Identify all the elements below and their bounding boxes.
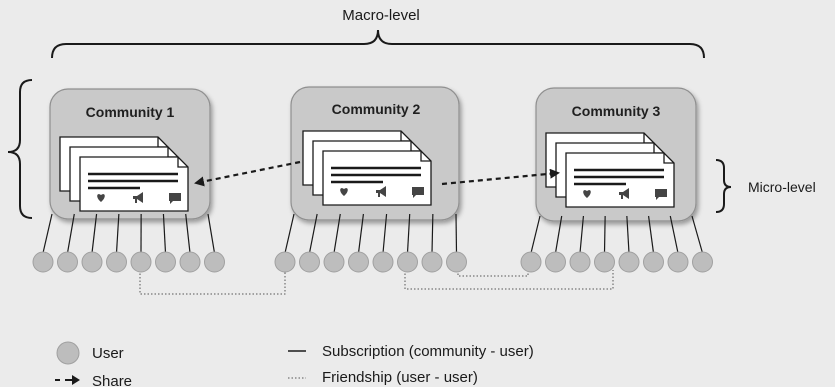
friendship-link	[404, 270, 614, 290]
friendship-links	[139, 270, 614, 295]
legend-user-swatch	[56, 341, 80, 365]
user-node	[545, 251, 566, 273]
subscription-line	[284, 213, 295, 254]
subscription-line	[626, 215, 630, 254]
subscription-line	[647, 215, 655, 254]
community-2: Community 2	[290, 86, 460, 221]
user-node	[397, 251, 418, 273]
legend-friendship-label: Friendship (user - user)	[322, 369, 478, 386]
left-brace	[7, 79, 33, 219]
comment-icon	[169, 193, 181, 204]
legend-share-swatch	[55, 375, 80, 385]
subscription-line	[333, 213, 341, 254]
post-stack	[59, 136, 189, 212]
macro-level-brace	[51, 29, 705, 59]
legend-subscription-label: Subscription (community - user)	[322, 343, 534, 360]
user-node	[179, 251, 201, 273]
share-arrow	[441, 168, 560, 186]
heart-icon	[583, 190, 591, 198]
subscription-line	[207, 213, 216, 254]
community-1: Community 1	[49, 88, 211, 220]
macro-level-label: Macro-level	[342, 7, 420, 24]
legend-user-label: User	[92, 345, 124, 362]
user-node	[274, 251, 296, 273]
subscription-line	[554, 215, 563, 254]
user-node	[372, 251, 394, 273]
user-node	[446, 251, 467, 273]
micro-level-brace	[715, 159, 732, 213]
user-node	[569, 251, 591, 273]
subscription-line	[669, 215, 679, 254]
user-node	[32, 251, 54, 273]
subscription-lines	[42, 213, 704, 254]
user-node	[348, 251, 369, 273]
subscription-line	[42, 213, 53, 254]
megaphone-icon	[619, 188, 629, 199]
legend: User Share Subscription (community - use…	[55, 341, 534, 387]
user-node	[520, 251, 542, 273]
post-stack	[302, 130, 432, 206]
user-node	[81, 251, 103, 273]
user-node	[299, 251, 320, 273]
subscription-line	[431, 213, 434, 254]
user-node	[421, 251, 443, 273]
heart-icon	[97, 194, 105, 202]
user-node	[204, 251, 225, 273]
user-node	[155, 251, 176, 273]
subscription-line	[691, 215, 704, 254]
subscription-line	[91, 213, 98, 254]
subscription-line	[455, 213, 458, 254]
micro-level-label: Micro-level	[748, 179, 816, 195]
post-stack	[545, 132, 675, 208]
user-node	[692, 251, 713, 273]
subscription-line	[308, 213, 318, 254]
heart-icon	[340, 188, 348, 196]
user-nodes	[32, 251, 713, 273]
community-title: Community 2	[332, 101, 421, 117]
user-node	[667, 251, 689, 273]
user-node	[130, 251, 152, 273]
megaphone-icon	[133, 192, 143, 203]
megaphone-icon	[376, 186, 386, 197]
subscription-line	[530, 215, 541, 254]
subscription-line	[66, 213, 75, 254]
subscription-line	[357, 213, 365, 254]
comment-icon	[655, 189, 667, 200]
friendship-link	[457, 270, 529, 277]
community-3: Community 3	[535, 87, 697, 222]
share-arrow	[194, 160, 301, 187]
user-node	[106, 251, 127, 273]
subscription-line	[185, 213, 191, 254]
user-node	[643, 251, 664, 273]
user-node	[618, 251, 640, 273]
subscription-line	[579, 215, 585, 254]
friendship-link	[139, 270, 286, 295]
user-node	[594, 251, 615, 273]
legend-share-label: Share	[92, 373, 132, 387]
subscription-line	[115, 213, 120, 254]
comment-icon	[412, 187, 424, 198]
subscription-line	[603, 215, 606, 254]
user-node	[57, 251, 78, 273]
user-node	[323, 251, 345, 273]
community-title: Community 3	[572, 103, 661, 119]
community-title: Community 1	[86, 104, 175, 120]
subscription-line	[382, 213, 388, 254]
subscription-line	[162, 213, 167, 254]
subscription-line	[406, 213, 411, 254]
